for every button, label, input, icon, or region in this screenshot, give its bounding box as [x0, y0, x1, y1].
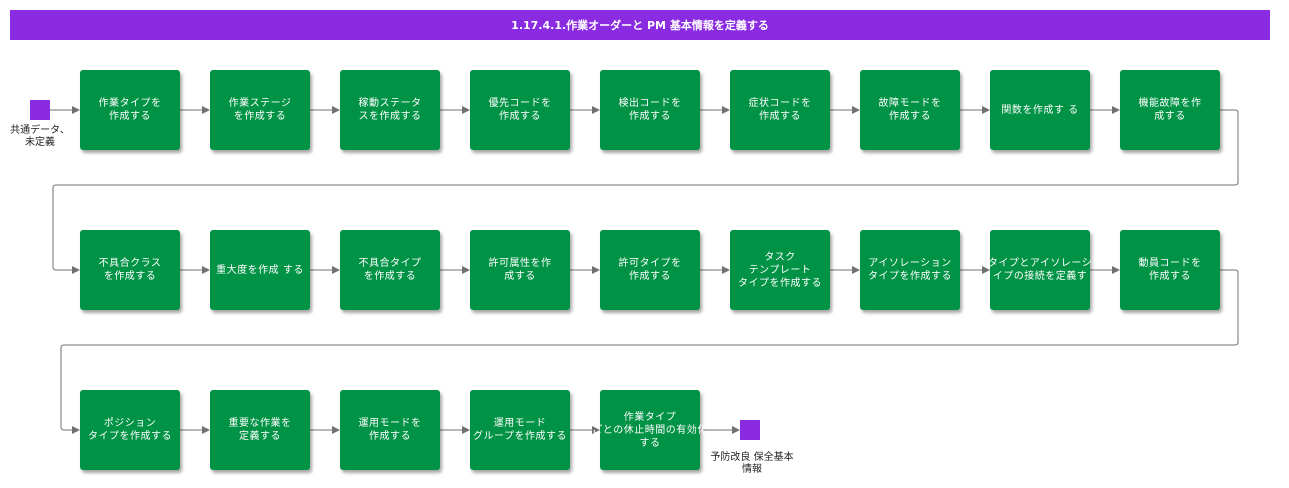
process-step-label: 故障モードを 作成する	[878, 98, 942, 122]
process-step-label: 運用モード グループを作成する	[473, 418, 567, 442]
process-step-4: 優先コードを 作成する	[470, 70, 570, 150]
process-step-label: 運用モードを 作成する	[358, 418, 422, 442]
process-step-label: 症状コードを 作成する	[748, 98, 812, 122]
process-step-1: 作業タイプを 作成する	[80, 70, 180, 150]
process-step-12: 不具合タイプ を作成する	[340, 230, 440, 310]
process-step-19: ポジション タイプを作成する	[80, 390, 180, 470]
process-step-23: 作業タイプ ごとの休止時間の有効化する	[592, 390, 707, 470]
end-label: 予防改良 保全基本 情報	[710, 452, 794, 475]
connector-arrow	[52, 109, 1239, 274]
process-step-label: 不具合クラス を作成する	[98, 258, 162, 282]
process-step-label: 不具合タイプ を作成する	[358, 258, 422, 282]
process-step-label: 関数を作成す る	[1001, 104, 1079, 116]
start-label: 共通データ、 未定義	[10, 125, 70, 148]
process-step-14: 許可タイプを 作成する	[600, 230, 700, 310]
process-step-18: 動員コードを 作成する	[1120, 230, 1220, 310]
process-step-21: 運用モードを 作成する	[340, 390, 440, 470]
process-step-label: 稼動ステータ スを作成する	[358, 98, 422, 122]
process-step-label: 重大度を作成 する	[216, 264, 304, 276]
process-step-7: 故障モードを 作成する	[860, 70, 960, 150]
process-step-label: 許可属性を作 成する	[488, 258, 552, 282]
process-step-6: 症状コードを 作成する	[730, 70, 830, 150]
process-step-8: 関数を作成す る	[990, 70, 1090, 150]
process-step-10: 不具合クラス を作成する	[80, 230, 180, 310]
process-step-9: 機能故障を作 成する	[1120, 70, 1220, 150]
process-step-20: 重要な作業を 定義する	[210, 390, 310, 470]
start-node	[30, 100, 50, 120]
process-step-label: タスク テンプレート タイプを作成する	[738, 251, 822, 289]
connector-arrow	[60, 269, 1239, 434]
process-step-label: 動員コードを 作成する	[1138, 258, 1202, 282]
process-step-label: 機能故障を作 成する	[1138, 98, 1202, 122]
end-node	[740, 420, 760, 440]
process-step-label: 許可タイプを 作成する	[618, 258, 682, 282]
process-step-17: タイプとアイソレーシ イプの接続を定義す	[988, 230, 1092, 310]
process-step-label: 検出コードを 作成する	[618, 98, 682, 122]
process-step-3: 稼動ステータ スを作成する	[340, 70, 440, 150]
process-step-2: 作業ステージ を作成する	[210, 70, 310, 150]
process-step-5: 検出コードを 作成する	[600, 70, 700, 150]
process-step-label: アイソレーション タイプを作成する	[868, 258, 952, 282]
process-step-label: タイプとアイソレーシ イプの接続を定義す	[987, 258, 1093, 282]
process-step-label: 重要な作業を 定義する	[228, 418, 292, 442]
process-step-13: 許可属性を作 成する	[470, 230, 570, 310]
diagram-title: 1.17.4.1.作業オーダーと PM 基本情報を定義する	[10, 10, 1270, 40]
process-step-label: 作業タイプを 作成する	[98, 98, 162, 122]
process-step-15: タスク テンプレート タイプを作成する	[730, 230, 830, 310]
process-step-label: 優先コードを 作成する	[488, 98, 552, 122]
process-step-label: ポジション タイプを作成する	[88, 418, 172, 442]
process-step-11: 重大度を作成 する	[210, 230, 310, 310]
process-step-16: アイソレーション タイプを作成する	[860, 230, 960, 310]
process-step-label: 作業タイプ ごとの休止時間の有効化する	[592, 411, 708, 449]
process-step-label: 作業ステージ を作成する	[228, 98, 292, 122]
process-step-22: 運用モード グループを作成する	[470, 390, 570, 470]
